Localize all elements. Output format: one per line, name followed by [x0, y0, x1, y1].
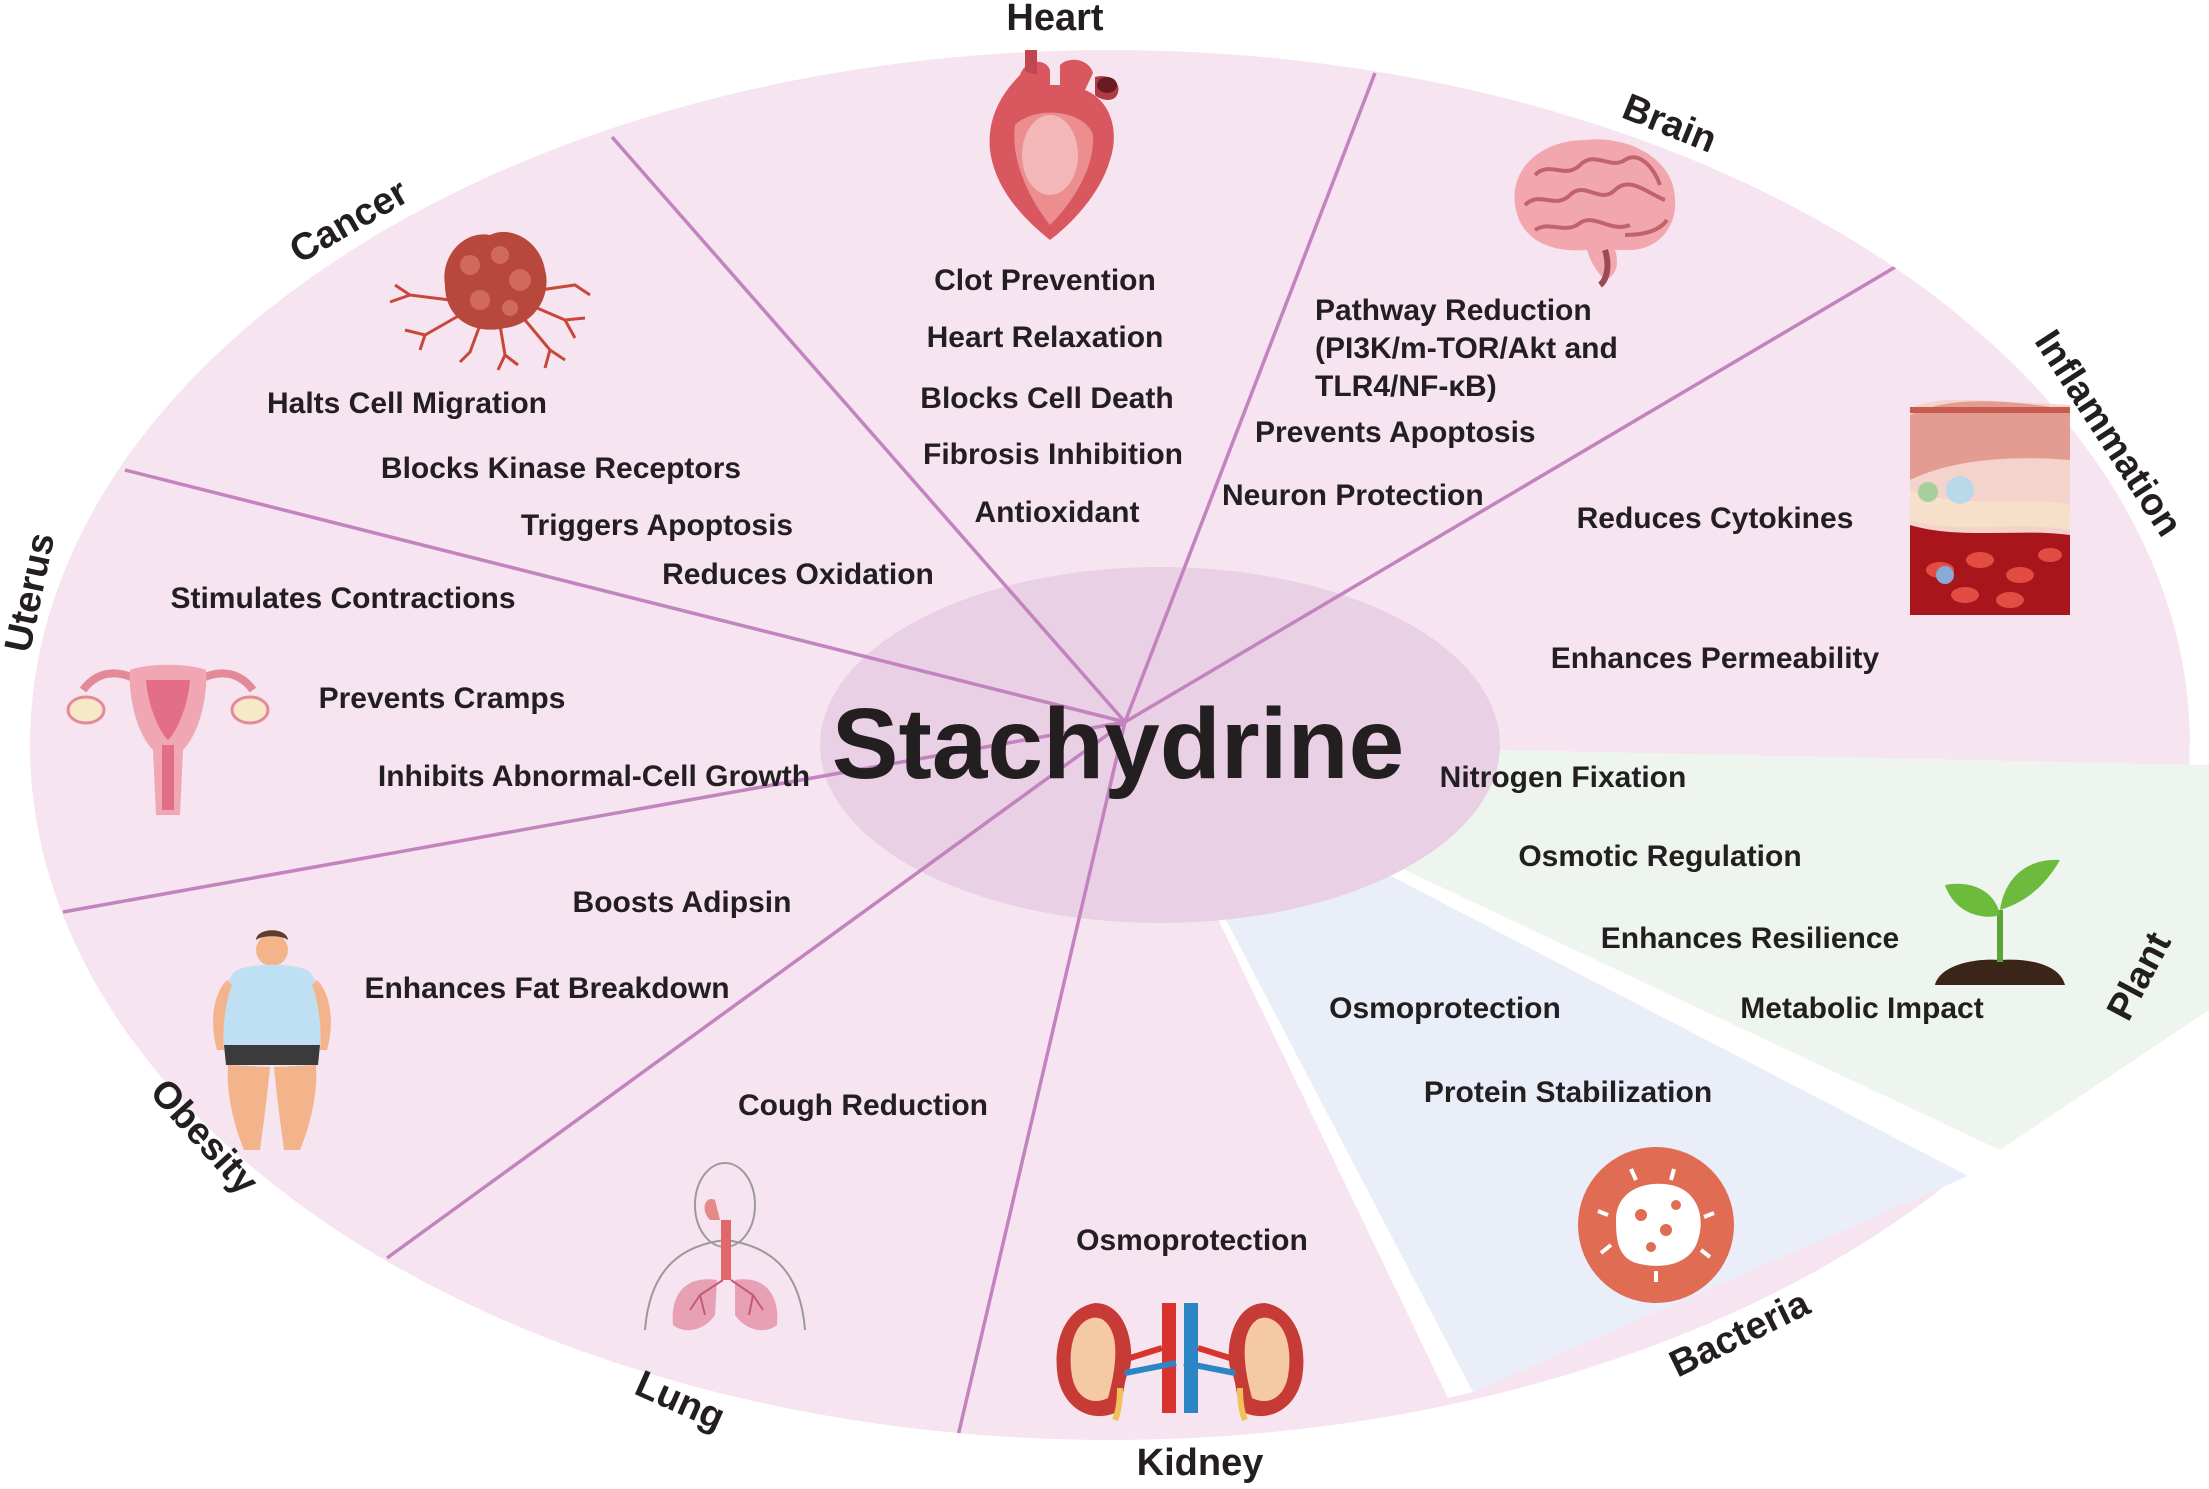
brain-icon — [1514, 139, 1676, 288]
divider-uterus-cancer — [124, 468, 1126, 724]
kidney-effect: Osmoprotection — [1076, 1224, 1308, 1257]
heart-effect: Heart Relaxation — [927, 321, 1164, 354]
effect-labels: Clot Prevention Heart Relaxation Blocks … — [170, 264, 1983, 1257]
plant-effect: Nitrogen Fixation — [1440, 761, 1687, 794]
uterus-effect: Inhibits Abnormal-Cell Growth — [378, 760, 810, 793]
divider-brain-inflammation — [1124, 264, 1898, 724]
category-heart-label: Heart — [1006, 0, 1103, 39]
heart-effect: Antioxidant — [975, 496, 1140, 529]
sector-dividers — [62, 72, 1898, 1437]
inflammation-effect: Enhances Permeability — [1551, 642, 1880, 675]
cancer-effect: Halts Cell Migration — [267, 387, 547, 420]
bacteria-effect: Osmoprotection — [1329, 992, 1561, 1025]
inflammation-effect: Reduces Cytokines — [1577, 502, 1854, 535]
divider-cancer-heart — [610, 135, 1127, 724]
brain-effect: (PI3K/m-TOR/Akt and — [1315, 332, 1618, 365]
cancer-effect: Reduces Oxidation — [662, 558, 934, 591]
bacteria-icon — [1578, 1147, 1734, 1303]
cancer-effect: Triggers Apoptosis — [521, 509, 793, 542]
heart-effect: Blocks Cell Death — [920, 382, 1173, 415]
kidneys-icon — [1056, 1303, 1304, 1422]
inflamed-vessel-icon — [1910, 400, 2070, 615]
lung-effect: Cough Reduction — [738, 1089, 988, 1122]
heart-effect: Fibrosis Inhibition — [923, 438, 1183, 471]
category-kidney-label: Kidney — [1137, 1442, 1264, 1484]
cancer-effect: Blocks Kinase Receptors — [381, 452, 741, 485]
uterus-effect: Prevents Cramps — [319, 682, 566, 715]
uterus-icon — [66, 664, 270, 815]
tumor-cell-icon — [389, 231, 591, 371]
obese-person-icon — [213, 930, 331, 1150]
lungs-icon — [644, 1162, 806, 1331]
brain-effect: Pathway Reduction — [1315, 294, 1592, 327]
divider-lung-obesity — [385, 720, 1127, 1260]
divider-obesity-uterus — [62, 720, 1126, 914]
divider-heart-brain — [1123, 72, 1377, 723]
brain-effect: TLR4/NF-κB) — [1315, 370, 1497, 403]
uterus-effect: Stimulates Contractions — [170, 582, 515, 615]
brain-effect: Prevents Apoptosis — [1255, 416, 1536, 449]
heart-organ-icon — [989, 50, 1119, 241]
center-ellipse — [820, 567, 1500, 923]
plant-effect: Osmotic Regulation — [1518, 840, 1801, 873]
brain-effect: Neuron Protection — [1222, 479, 1484, 512]
plant-effect: Metabolic Impact — [1740, 992, 1983, 1025]
heart-effect: Clot Prevention — [934, 264, 1156, 297]
obesity-effect: Boosts Adipsin — [573, 886, 792, 919]
seedling-icon — [1935, 859, 2065, 985]
bacteria-sector-background — [1133, 742, 1968, 1392]
bacteria-effect: Protein Stabilization — [1424, 1076, 1712, 1109]
obesity-effect: Enhances Fat Breakdown — [364, 972, 729, 1005]
plant-effect: Enhances Resilience — [1601, 922, 1899, 955]
divider-kidney-lung — [956, 721, 1127, 1437]
center-label: Stachydrine — [832, 688, 1404, 800]
